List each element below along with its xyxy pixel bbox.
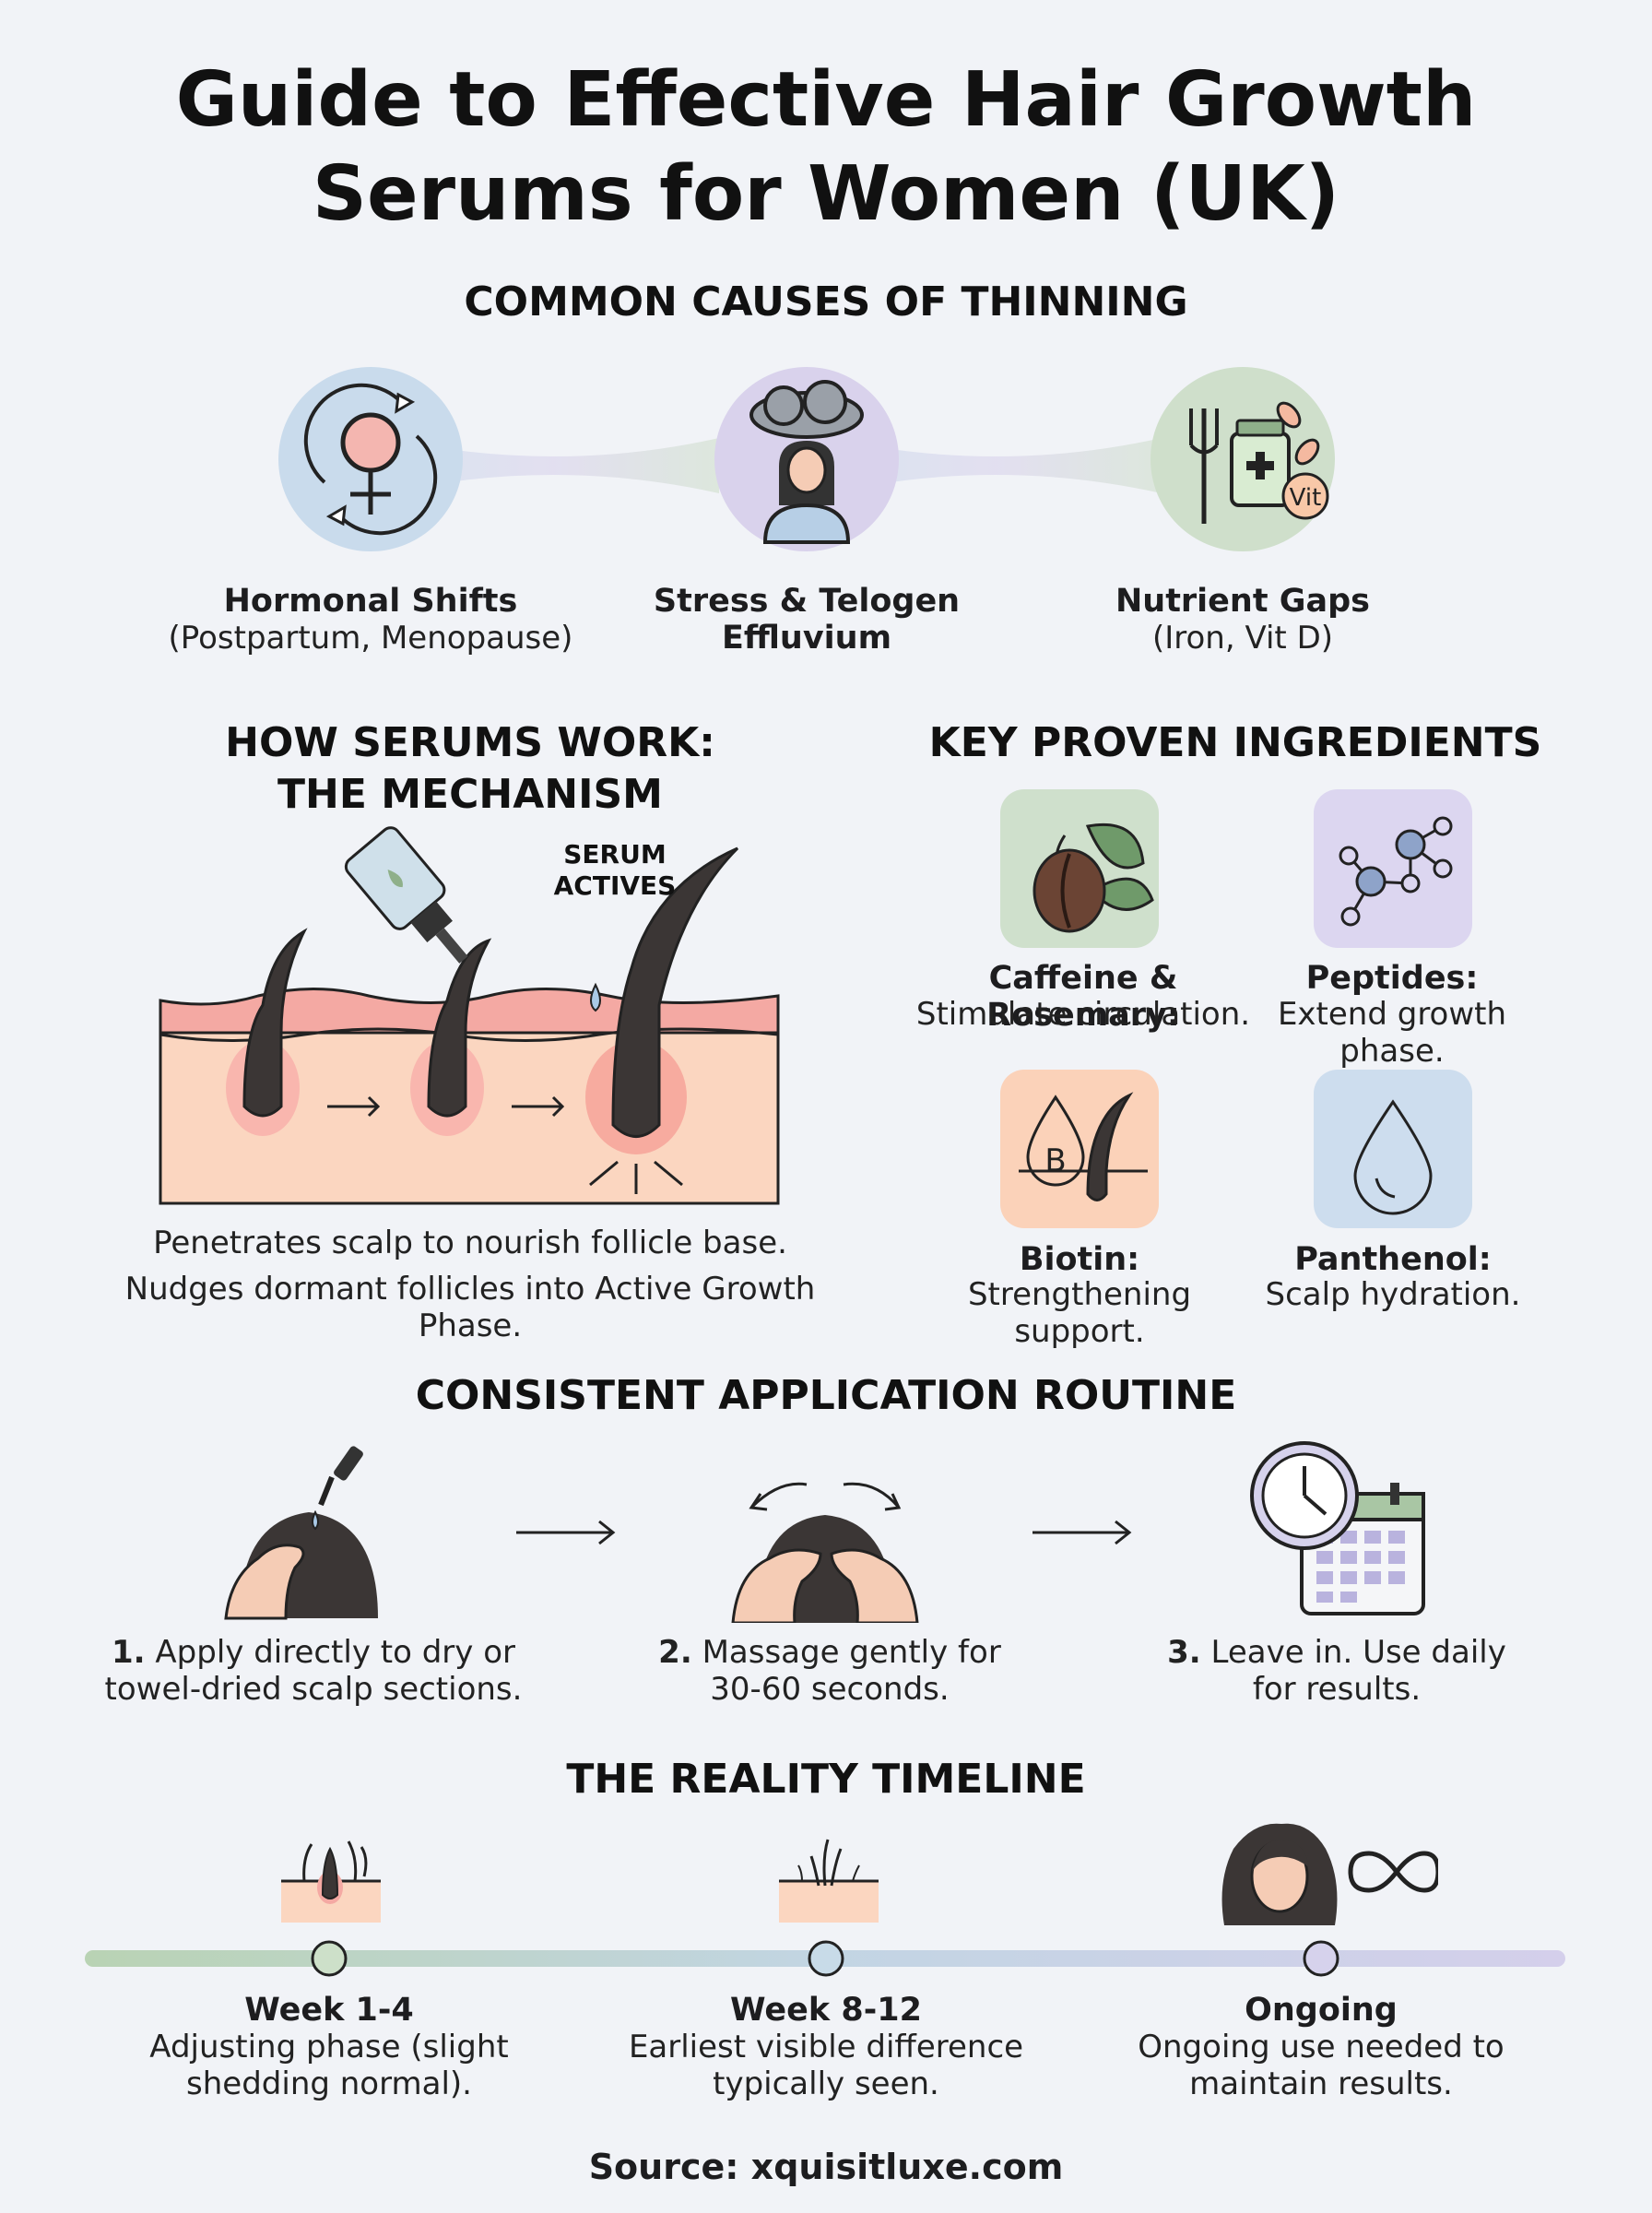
ingredient-tile-panthenol: [1314, 1070, 1472, 1228]
ingredient-caffeine-name: Caffeine & Rosemary:: [986, 960, 1180, 1034]
timeline-milestone-3: Ongoing Ongoing use needed to maintain r…: [1138, 1992, 1504, 2102]
timeline-dot-week-1-4: [311, 1940, 348, 1977]
ingredient-biotin-name: Biotin:: [1019, 1241, 1140, 1278]
causes-connector: [387, 438, 1162, 493]
new-growth-follicle-icon: [779, 1839, 879, 1923]
page-title: Guide to Effective Hair Growth Serums fo…: [175, 56, 1477, 238]
mechanism-caption-2: Nudges dormant follicles into Active Gro…: [124, 1271, 816, 1344]
ingredient-tile-peptides: [1314, 789, 1472, 948]
biotin-drop-hair-icon: B: [1019, 1092, 1148, 1201]
routine-arrow-1: [516, 1520, 616, 1545]
timeline-dot-week-8-12: [808, 1940, 844, 1977]
ingredient-caffeine-desc: Stimulate circulation.: [915, 996, 1251, 1033]
stressed-woman-cloud-icon: [749, 380, 864, 544]
ingredients-heading: KEY PROVEN INGREDIENTS: [928, 719, 1542, 766]
svg-text:B: B: [1044, 1142, 1066, 1179]
routine-arrow-2: [1032, 1520, 1132, 1545]
timeline-milestone-1: Week 1-4 Adjusting phase (slight sheddin…: [149, 1992, 509, 2102]
water-drop-icon: [1353, 1099, 1433, 1215]
timeline-heading: THE REALITY TIMELINE: [566, 1756, 1086, 1803]
svg-text:Vit: Vit: [1290, 484, 1322, 512]
mechanism-caption-1: Penetrates scalp to nourish follicle bas…: [153, 1225, 787, 1261]
cause-hormonal-detail: (Postpartum, Menopause): [168, 620, 573, 657]
ingredient-peptides-name: Peptides:: [1305, 960, 1479, 997]
timeline-milestone-2: Week 8-12 Earliest visible difference ty…: [628, 1992, 1024, 2102]
clock-calendar-icon: [1250, 1441, 1425, 1615]
cause-stress-circle: [714, 367, 899, 551]
cause-hormonal-circle: [278, 367, 463, 551]
routine-heading: CONSISTENT APPLICATION ROUTINE: [415, 1372, 1237, 1419]
source-link[interactable]: Source: xquisitluxe.com: [588, 2147, 1064, 2187]
mechanism-heading: HOW SERUMS WORK: THE MECHANISM: [225, 719, 715, 818]
cause-nutrient-circle: Vit: [1150, 367, 1335, 551]
routine-step-3: 3. Leave in. Use daily for results.: [1167, 1634, 1506, 1708]
shedding-follicle-icon: [281, 1840, 381, 1923]
fork-supplements-icon: Vit: [1189, 401, 1329, 524]
svg-text:SERUM: SERUM: [563, 839, 666, 870]
ingredient-panthenol-desc: Scalp hydration.: [1265, 1276, 1521, 1313]
massage-head-icon: [731, 1482, 919, 1623]
ingredient-peptides-desc: Extend growth phase.: [1277, 996, 1507, 1070]
svg-text:ACTIVES: ACTIVES: [554, 870, 677, 901]
woman-infinity-icon: [1221, 1823, 1438, 1925]
molecule-icon: [1339, 816, 1453, 927]
ingredient-panthenol-name: Panthenol:: [1294, 1241, 1492, 1278]
timeline-track: [85, 1940, 1565, 1977]
cause-stress-title: Stress & Telogen Effluvium: [653, 583, 961, 657]
ingredient-tile-caffeine: [1000, 789, 1159, 948]
routine-step-2: 2. Massage gently for 30-60 seconds.: [658, 1634, 1001, 1708]
female-symbol-cycle-icon: [303, 383, 438, 536]
routine-step-1: 1. Apply directly to dry or towel-dried …: [104, 1634, 523, 1708]
coffee-bean-leaf-icon: [1032, 822, 1154, 933]
cause-hormonal-title: Hormonal Shifts: [223, 583, 518, 620]
cause-nutrient-detail: (Iron, Vit D): [1151, 620, 1334, 657]
apply-dropper-head-icon: [224, 1446, 378, 1620]
timeline-dot-ongoing: [1303, 1940, 1339, 1977]
ingredient-tile-biotin: B: [1000, 1070, 1159, 1228]
cause-nutrient-title: Nutrient Gaps: [1115, 583, 1370, 620]
mechanism-diagram: SERUM ACTIVES: [159, 826, 780, 1205]
ingredient-biotin-desc: Strengthening support.: [967, 1276, 1192, 1350]
causes-heading: COMMON CAUSES OF THINNING: [464, 278, 1188, 325]
